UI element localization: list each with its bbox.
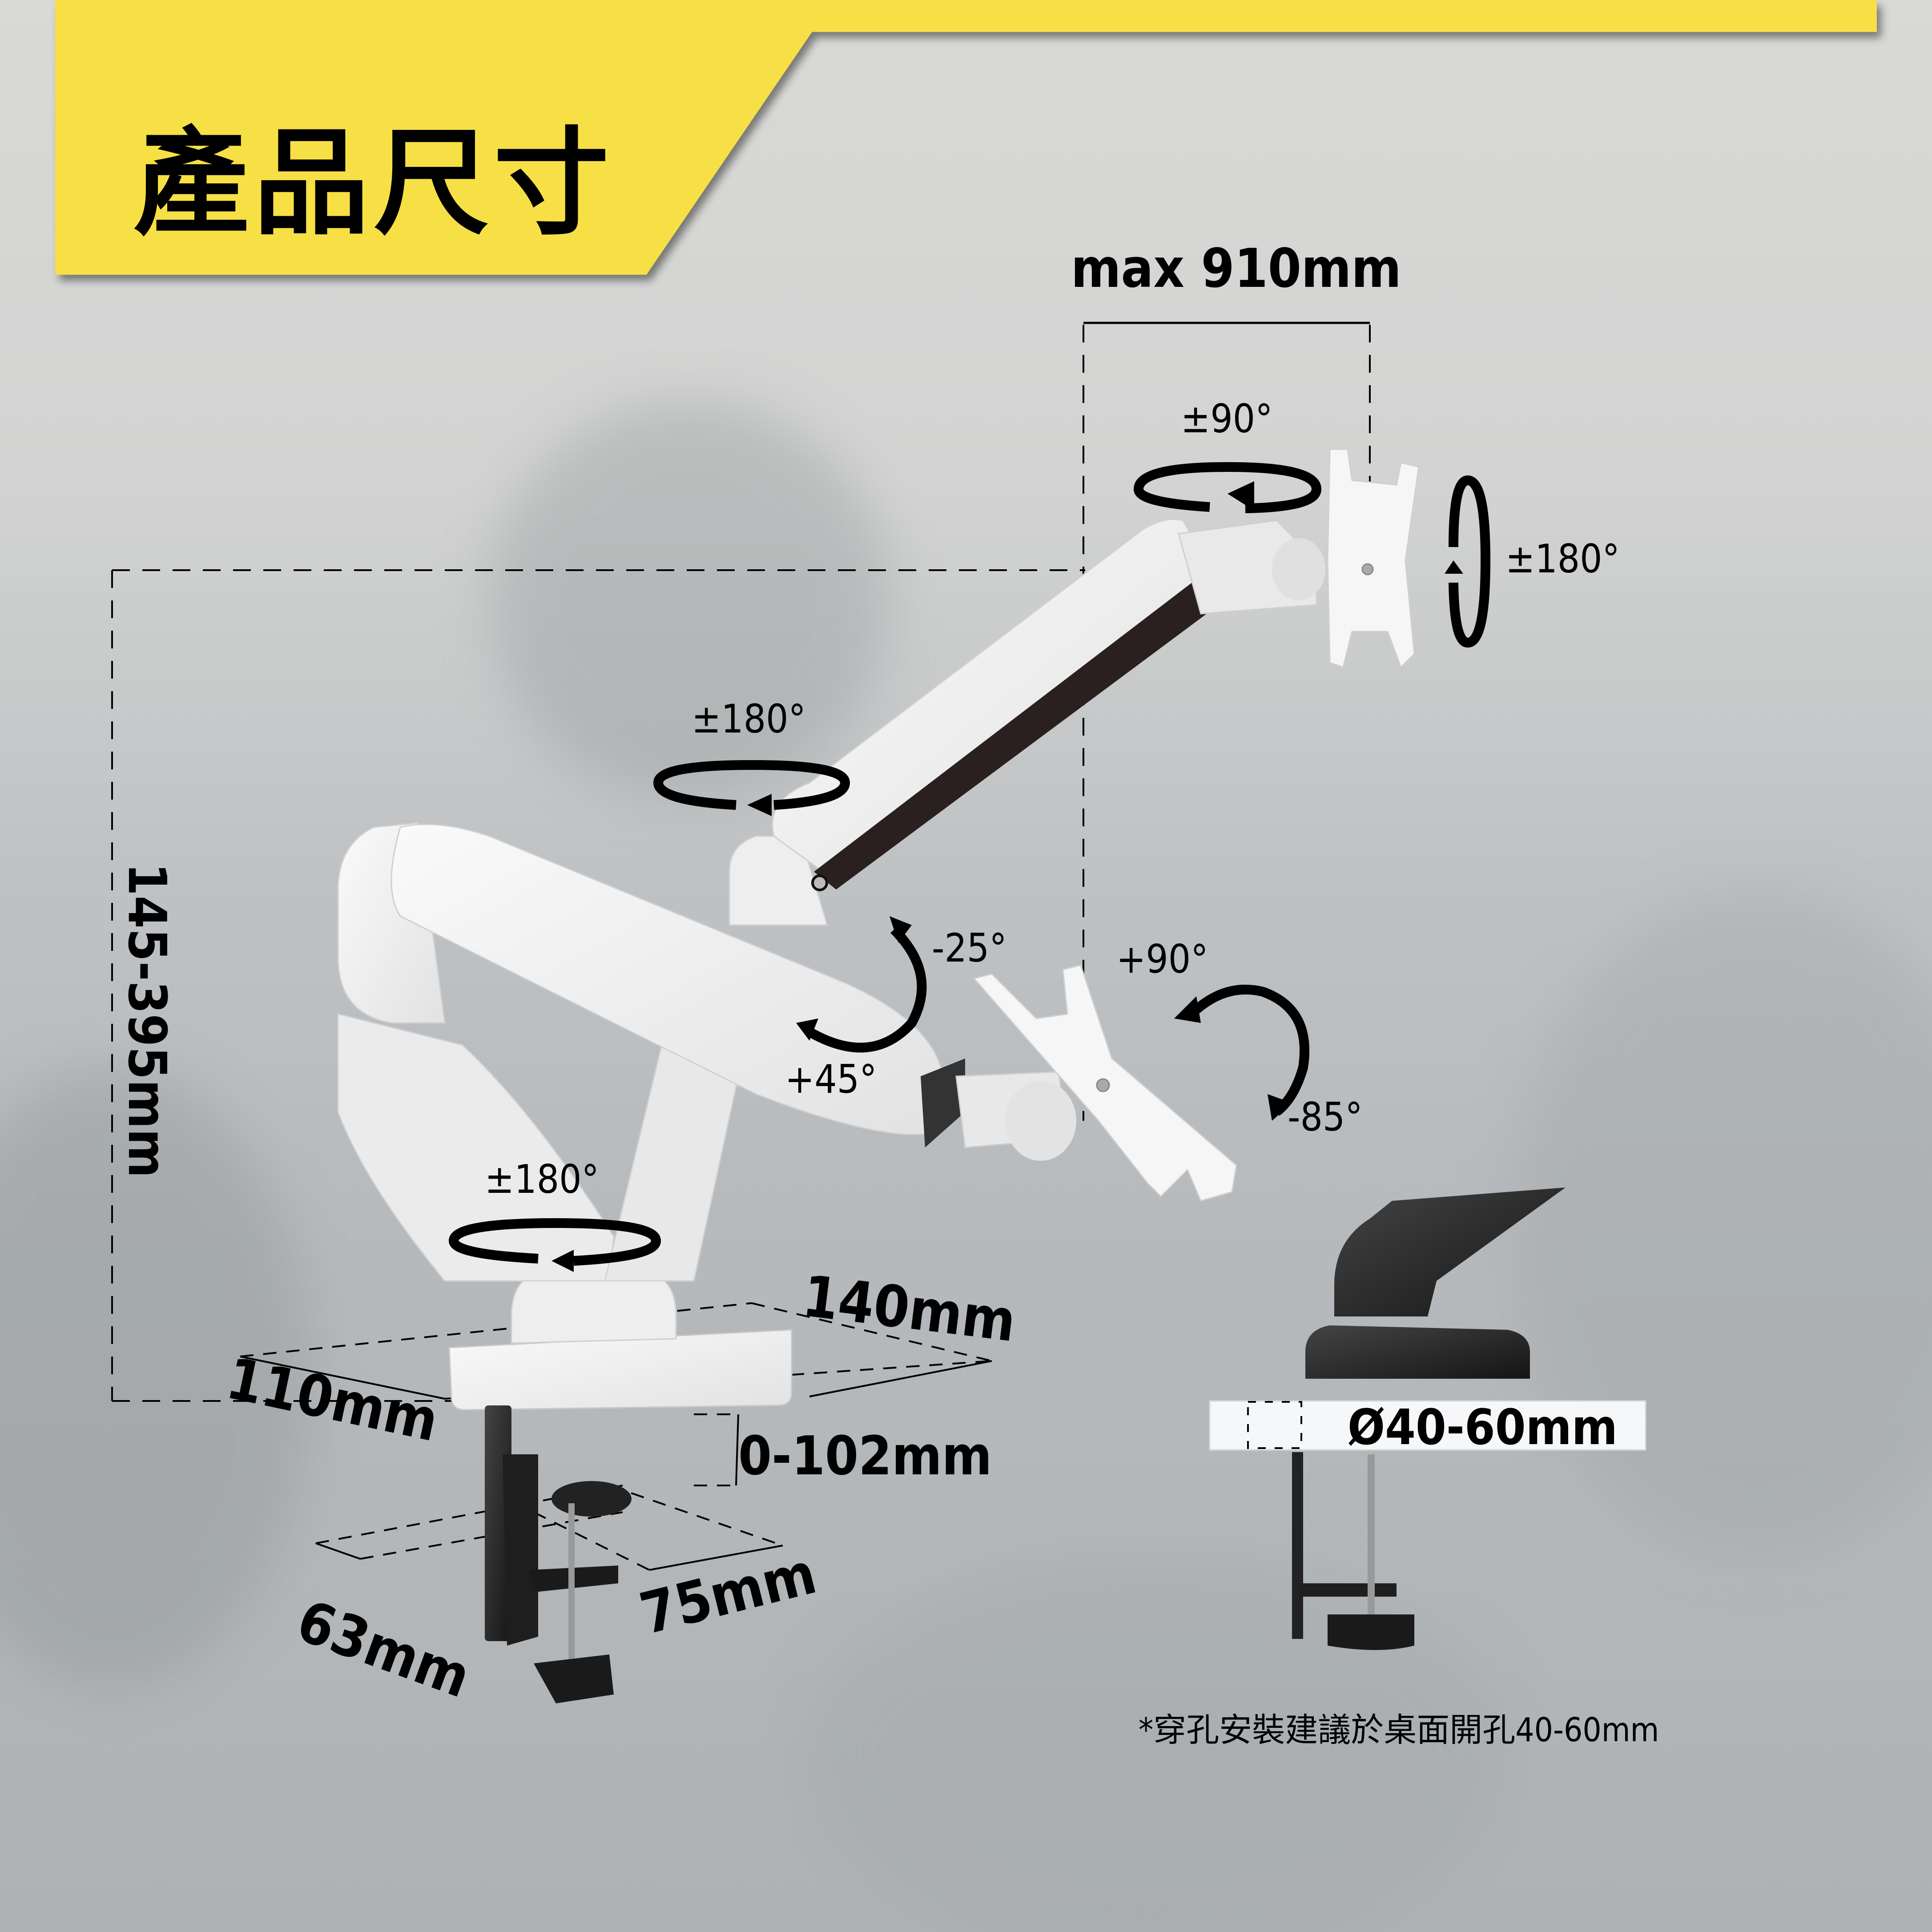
vesa-tilt-down-label: -85° [1288, 1094, 1363, 1140]
max-reach-label: max 910mm [1071, 238, 1401, 300]
footnote: *穿孔安裝建議於桌面開孔40-60mm [1139, 1711, 1659, 1749]
background-tree-silhouette [489, 400, 890, 801]
desk-clamp [485, 1405, 632, 1703]
upper-arm-swivel-label: ±180° [692, 696, 806, 742]
grommet-mount-illustration [1209, 1187, 1646, 1650]
upper-arm [729, 519, 1219, 926]
grommet-hole-outline [1247, 1401, 1302, 1449]
tilt-down-label: +45° [785, 1056, 877, 1102]
clamp-range-label: 0-102mm [738, 1425, 992, 1487]
vesa-rotate-label: ±180° [1505, 536, 1620, 582]
desk-base [448, 1271, 793, 1411]
base-swivel-label: ±180° [485, 1156, 599, 1202]
arrow-heads [551, 481, 1463, 1272]
rotation-arrows [448, 462, 1491, 1266]
grommet-hole-label: Ø40-60mm [1348, 1399, 1618, 1456]
lower-arm [337, 822, 965, 1282]
vesa-tilt-up-label: +90° [1116, 936, 1208, 982]
lower-vesa-mount [955, 964, 1237, 1202]
upper-vesa-mount [1178, 448, 1420, 668]
dimension-lines [111, 325, 1371, 1402]
desk-cross-section [1209, 1400, 1646, 1451]
vesa-swivel-label: ±90° [1181, 396, 1273, 442]
background-tree-silhouette [0, 1067, 311, 1690]
tilt-up-label: -25° [932, 925, 1007, 971]
title-banner [55, 0, 1877, 275]
height-range-label: 145-395mm [117, 863, 178, 1178]
page-title: 產品尺寸 [133, 117, 614, 251]
